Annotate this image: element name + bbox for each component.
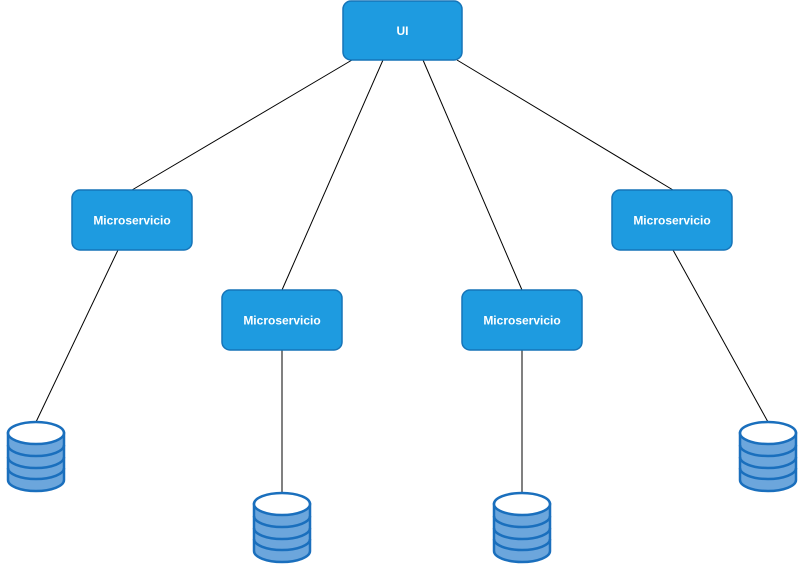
microservice-node-2[interactable]: Microservicio: [221, 289, 343, 351]
database-icon[interactable]: [492, 491, 552, 564]
microservice-node-2-label: Microservicio: [243, 314, 320, 328]
microservice-node-3[interactable]: Microservicio: [461, 289, 583, 351]
database-icon[interactable]: [6, 420, 66, 493]
ui-node-label: UI: [397, 24, 409, 38]
microservice-node-3-label: Microservicio: [483, 314, 560, 328]
database-icon[interactable]: [738, 420, 798, 493]
edge-ms4-db4: [672, 249, 769, 423]
microservice-node-1[interactable]: Microservicio: [71, 189, 193, 251]
microservice-node-4[interactable]: Microservicio: [611, 189, 733, 251]
edge-ui-ms1: [131, 59, 353, 191]
database-icon[interactable]: [252, 491, 312, 564]
edge-ui-ms3: [422, 59, 523, 291]
edge-ui-ms4: [456, 59, 674, 191]
edges: [35, 59, 769, 493]
edge-ms1-db1: [35, 249, 119, 423]
ui-node[interactable]: UI: [342, 0, 463, 61]
microservice-node-1-label: Microservicio: [93, 214, 170, 228]
edge-ui-ms2: [281, 59, 384, 291]
microservice-node-4-label: Microservicio: [633, 214, 710, 228]
